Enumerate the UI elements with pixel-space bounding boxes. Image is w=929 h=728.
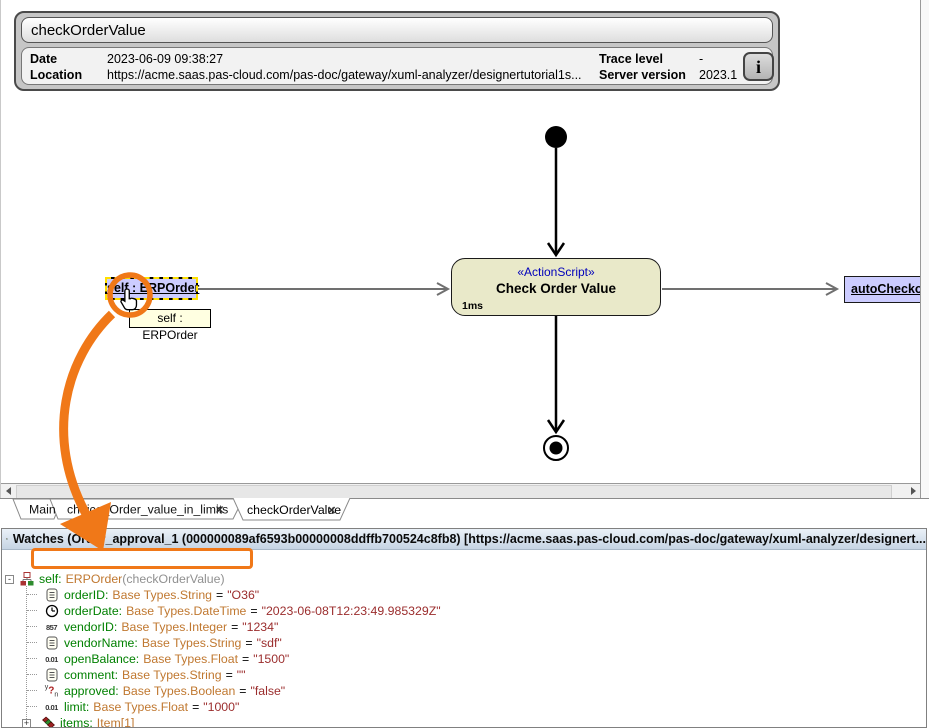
- tree-guide-line: [26, 586, 27, 723]
- horizontal-scrollbar[interactable]: [1, 483, 920, 498]
- tab-checkordervalue-label[interactable]: checkOrderValue: [247, 503, 341, 517]
- tree-row-orderdate[interactable]: orderDate:Base Types.DateTime="2023-06-0…: [39, 603, 441, 619]
- integer-icon: 857: [45, 622, 58, 632]
- float-icon: 0.01: [45, 702, 58, 712]
- trace-title: checkOrderValue: [21, 17, 773, 43]
- collection-icon: [39, 716, 56, 727]
- tree-row-items[interactable]: items:Item[1]: [35, 715, 134, 727]
- string-icon: [43, 588, 60, 602]
- watches-tree: - self: ERPOrder(checkOrderValue): [2, 550, 926, 727]
- horizontal-scrollbar-thumb[interactable]: [16, 485, 892, 498]
- string-icon: [43, 636, 60, 650]
- diagram-edges: [198, 126, 840, 461]
- server-version-label: Server version: [599, 68, 686, 82]
- object-node-autocheckout[interactable]: autoCheckou: [844, 276, 920, 303]
- date-value: 2023-06-09 09:38:27: [107, 52, 224, 66]
- tree-row-vendorname[interactable]: vendorName:Base Types.String="sdf": [39, 635, 282, 651]
- date-label: Date: [30, 52, 58, 66]
- tab-checkordervalue-border: [232, 497, 351, 521]
- trace-info-box: Date 2023-06-09 09:38:27 Location https:…: [21, 47, 774, 85]
- server-version-value: 2023.1: [699, 68, 738, 82]
- scroll-right-button[interactable]: [906, 485, 920, 497]
- arrowhead-object-right: [825, 282, 840, 296]
- tree-row-openbalance[interactable]: 0.01 openBalance:Base Types.Float="1500": [39, 651, 289, 667]
- action-duration: 1ms: [462, 300, 484, 312]
- activity-diagram-canvas[interactable]: checkOrderValue Date 2023-06-09 09:38:27…: [0, 0, 920, 498]
- tree-row-orderid[interactable]: orderID:Base Types.String="O36": [39, 587, 259, 603]
- final-node-dot: [549, 441, 563, 455]
- watches-header: Watches (Order_approval_1 (000000089af65…: [2, 529, 926, 550]
- tree-row-approved[interactable]: y?n approved:Base Types.Boolean="false": [44, 683, 286, 699]
- watches-panel: Watches (Order_approval_1 (000000089af65…: [1, 528, 927, 728]
- action-name: Check Order Value: [495, 281, 617, 296]
- boolean-icon: y?n: [44, 683, 59, 699]
- tab-checkordervalue-close-icon[interactable]: ✕: [327, 505, 336, 517]
- vertical-scrollbar[interactable]: [920, 0, 929, 498]
- tab-choice-label[interactable]: choice_Order_value_in_limits: [67, 503, 228, 517]
- object-instance-icon: [18, 572, 35, 586]
- location-value: https://acme.saas.pas-cloud.com/pas-doc/…: [107, 68, 582, 82]
- tab-checkordervalue[interactable]: [233, 498, 350, 520]
- trace-level-label: Trace level: [599, 52, 663, 66]
- watches-title: Watches (Order_approval_1 (000000089af65…: [12, 532, 926, 546]
- tree-row-limit[interactable]: 0.01 limit:Base Types.Float="1000": [39, 699, 239, 715]
- location-label: Location: [30, 68, 83, 82]
- action-node-check-order-value[interactable]: «ActionScript» Check Order Value 1ms: [451, 258, 661, 316]
- variable-context: (checkOrderValue): [122, 572, 225, 586]
- arrowhead-object-left: [436, 282, 451, 296]
- trace-level-value: -: [699, 52, 704, 66]
- expand-toggle-items[interactable]: +: [22, 718, 31, 728]
- action-stereotype: «ActionScript»: [517, 265, 595, 279]
- trace-header: checkOrderValue Date 2023-06-09 09:38:27…: [14, 11, 780, 91]
- clock-icon: [43, 604, 60, 618]
- info-button[interactable]: i: [743, 52, 774, 81]
- watches-icon: [6, 538, 8, 540]
- string-icon: [43, 668, 60, 682]
- tree-row-self[interactable]: - self: ERPOrder(checkOrderValue): [5, 571, 225, 587]
- tab-main-label[interactable]: Main: [29, 503, 56, 517]
- arrowhead-in: [546, 242, 566, 258]
- left-arrow-icon: [5, 487, 11, 495]
- tab-choice-close-icon[interactable]: ✕: [215, 505, 224, 517]
- tree-row-vendorid[interactable]: 857 vendorID:Base Types.Integer="1234": [39, 619, 278, 635]
- diagram-tab-bar: Main choice_Order_value_in_limits ✕ chec…: [0, 497, 929, 524]
- scroll-left-button[interactable]: [1, 485, 15, 497]
- float-icon: 0.01: [45, 654, 58, 664]
- initial-node[interactable]: [545, 126, 567, 148]
- collapse-toggle[interactable]: -: [5, 574, 14, 584]
- tooltip: self : ERPOrder: [129, 309, 211, 342]
- variable-name: self:: [39, 572, 62, 586]
- variable-type: ERPOrder: [65, 572, 123, 586]
- right-arrow-icon: [910, 487, 916, 495]
- tree-row-comment[interactable]: comment:Base Types.String="": [39, 667, 246, 683]
- arrowhead-out: [546, 419, 566, 435]
- hand-cursor-icon: [120, 288, 138, 311]
